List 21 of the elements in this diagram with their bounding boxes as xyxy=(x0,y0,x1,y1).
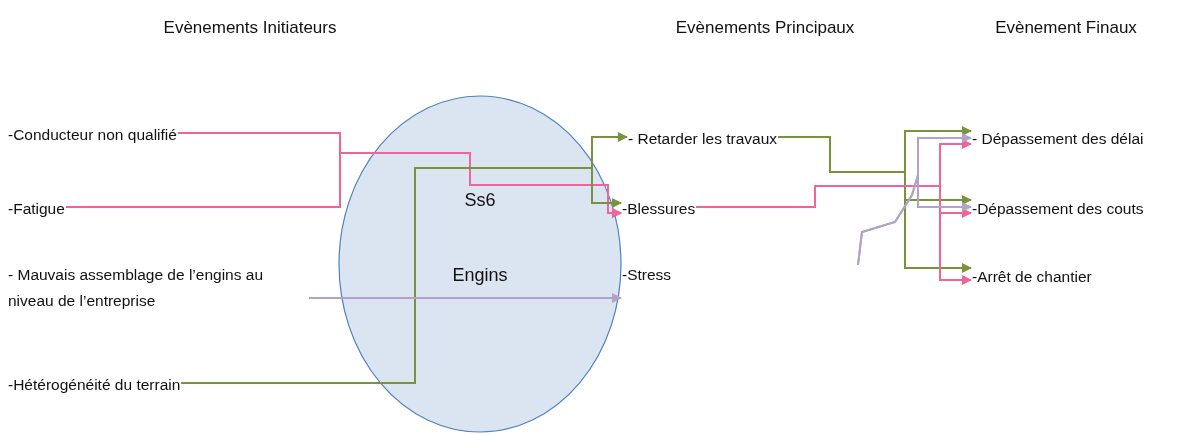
connector-arrow xyxy=(777,136,972,273)
event-text: - Dépassement des délai xyxy=(972,126,1144,152)
connector-arrow xyxy=(64,152,622,218)
event-text: -Dépassement des couts xyxy=(972,196,1144,222)
event-text: -Stress xyxy=(622,262,672,288)
circle-label: Ss6 xyxy=(464,190,496,211)
connector-arrow xyxy=(308,293,622,303)
column-heading: Evènements Principaux xyxy=(675,18,855,38)
event-text: -Arrêt de chantier xyxy=(972,264,1092,290)
connector-arrow xyxy=(180,167,622,384)
column-heading: Evènements Initiateurs xyxy=(163,18,337,38)
event-text: - Retarder les travaux xyxy=(628,126,778,152)
event-text: -Hétérogénéité du terrain xyxy=(8,372,181,398)
circle-label: Engins xyxy=(452,265,508,286)
event-text: -Blessures xyxy=(622,196,696,222)
column-heading: Evènement Finaux xyxy=(995,18,1137,38)
event-text: -Fatigue xyxy=(8,196,65,222)
connector-arrow xyxy=(695,185,972,285)
event-text: -Conducteur non qualifié xyxy=(8,122,177,148)
connector-arrow xyxy=(857,174,972,266)
event-text: - Mauvais assemblage de l’engins au niveau de l’entreprise xyxy=(8,262,308,314)
